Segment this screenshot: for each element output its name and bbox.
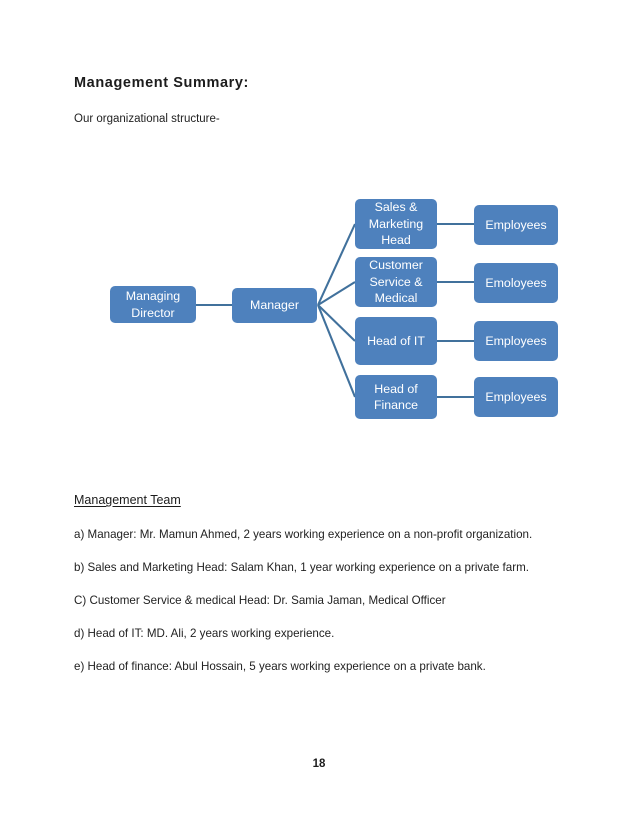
org-node-sales-marketing-head[interactable]: Sales & Marketing Head: [355, 199, 437, 249]
org-node-label-line: Finance: [373, 398, 419, 412]
org-node-label-line: Director: [131, 305, 175, 320]
org-node-label: Emoloyees: [485, 275, 547, 290]
org-node-label: Employees: [485, 217, 547, 232]
org-node-label-line: Sales &: [374, 200, 418, 215]
org-node-label: Employees: [485, 389, 547, 404]
list-item: e) Head of finance: Abul Hossain, 5 year…: [74, 659, 486, 673]
management-team-heading: Management Team: [74, 493, 181, 507]
org-node-employees-2[interactable]: Emoloyees: [474, 263, 558, 303]
org-node-head-of-finance[interactable]: Head of Finance: [355, 375, 437, 419]
org-node-label-line: Customer: [369, 258, 423, 273]
org-node-employees-3[interactable]: Employees: [474, 321, 558, 361]
org-node-label: Head of IT: [367, 333, 425, 348]
edge-manager-sales: [317, 223, 356, 306]
org-node-label: Manager: [250, 298, 299, 313]
list-item: a) Manager: Mr. Mamun Ahmed, 2 years wor…: [74, 528, 533, 541]
org-node-label-line: Marketing: [368, 216, 424, 231]
org-node-employees-4[interactable]: Employees: [474, 377, 558, 417]
org-node-head-of-it[interactable]: Head of IT: [355, 317, 437, 365]
management-team-list: a) Manager: Mr. Mamun Ahmed, 2 years wor…: [74, 528, 594, 693]
org-node-label: Employees: [485, 333, 547, 348]
org-node-manager[interactable]: Manager: [232, 288, 317, 323]
page-number: 18: [312, 758, 326, 770]
org-structure-caption: Our organizational structure-: [74, 113, 220, 125]
org-node-label-line: Head of: [374, 381, 418, 396]
org-node-label-line: Medical: [374, 291, 418, 306]
list-item: b) Sales and Marketing Head: Salam Khan,…: [74, 560, 529, 574]
edge-manager-finance: [317, 304, 356, 398]
org-node-label-line: Head: [381, 233, 411, 248]
org-node-employees-1[interactable]: Employees: [474, 205, 558, 245]
edge-manager-cs: [317, 281, 356, 306]
org-node-label-line: Service &: [369, 274, 423, 289]
page-title: Management Summary:: [74, 75, 249, 91]
org-node-label-line: Managing: [125, 289, 181, 304]
org-node-customer-service-medical[interactable]: Customer Service & Medical: [355, 257, 437, 307]
list-item: C) Customer Service & medical Head: Dr. …: [74, 593, 446, 607]
edge-manager-it: [317, 304, 356, 342]
org-node-managing-director[interactable]: Managing Director: [110, 286, 196, 323]
list-item: d) Head of IT: MD. Ali, 2 years working …: [74, 626, 335, 640]
